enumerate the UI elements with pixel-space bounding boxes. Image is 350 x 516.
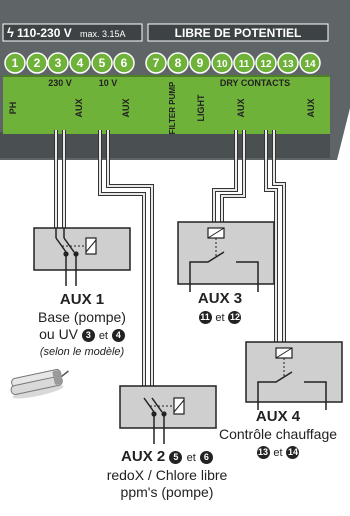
aux1-title: AUX 1 — [59, 291, 105, 308]
relay-aux3 — [177, 221, 275, 292]
terminal-1: 1 — [4, 52, 26, 74]
slot-label-10v: 10 V — [99, 78, 118, 88]
wire-core — [107, 130, 153, 386]
aux4-title: AUX 4 — [255, 408, 301, 425]
slot-label-230v: 230 V — [48, 78, 72, 88]
slot-label-aux-b: AUX — [121, 98, 131, 117]
terminal-4: 4 — [69, 52, 91, 74]
slot-label-aux-c: AUX — [236, 98, 246, 117]
terminal-9: 9 — [189, 52, 211, 74]
terminal-block — [3, 76, 330, 134]
relay-aux4 — [245, 341, 343, 410]
terminal-7: 7 — [145, 52, 167, 74]
header-power-box — [2, 23, 143, 42]
wire-core — [213, 130, 237, 222]
terminal-number: 6 — [121, 56, 128, 70]
aux2-line2: ppm's (pompe) — [120, 484, 214, 500]
power-label: 110-230 V — [17, 26, 72, 40]
terminal-number: 5 — [99, 56, 106, 70]
terminal-14: 14 — [299, 52, 321, 74]
power-sub-label: max. 3.15A — [80, 29, 126, 39]
controller-bottom-strip — [0, 132, 330, 158]
uv-lamp-image — [10, 369, 69, 399]
terminal-number: 12 — [260, 59, 272, 70]
slot-label-dry-contacts: DRY CONTACTS — [220, 78, 290, 88]
aux2-title: AUX 2 5 et 6 — [62, 448, 272, 467]
slot-label-aux-a: AUX — [74, 98, 84, 117]
aux3-label: AUX 3 11 et 12 — [170, 290, 270, 327]
aux4-terminals: 13 et 14 — [256, 446, 300, 459]
terminal-3: 3 — [47, 52, 69, 74]
terminal-5: 5 — [91, 52, 113, 74]
aux1-line2: ou UV 3 et 4 — [2, 326, 162, 345]
wire-core — [265, 130, 277, 342]
terminal-badge: 3 — [81, 329, 95, 342]
terminal-number: 7 — [153, 56, 160, 70]
slot-label-ph: PH — [8, 102, 18, 115]
terminal-badge: 4 — [111, 329, 125, 342]
aux1-label: AUX 1 Base (pompe) ou UV 3 et 4 (selon l… — [2, 291, 162, 359]
wire-core — [99, 130, 145, 386]
wires — [54, 130, 286, 386]
terminal-12: 12 — [255, 52, 277, 74]
terminal-2: 2 — [26, 52, 48, 74]
aux3-terminals: 11 et 12 — [198, 311, 242, 324]
terminal-11: 11 — [233, 52, 255, 74]
aux1-line1: Base (pompe) — [38, 309, 126, 325]
terminal-number: 2 — [34, 56, 41, 70]
wire-core — [221, 130, 245, 222]
aux1-note: (selon le modèle) — [39, 346, 125, 358]
terminal-number: 8 — [175, 56, 182, 70]
terminal-number: 13 — [282, 59, 294, 70]
terminal-number: 10 — [216, 59, 228, 70]
relay-aux1 — [33, 227, 131, 286]
terminal-badge: 12 — [228, 311, 242, 324]
terminal-6: 6 — [113, 52, 135, 74]
aux2-line1: redoX / Chlore libre — [106, 467, 228, 483]
terminal-10: 10 — [211, 52, 233, 74]
wire-core — [273, 130, 285, 342]
terminal-badge: 13 — [256, 446, 270, 459]
slot-label-filter-pump: FILTER PUMP — [168, 81, 177, 134]
terminal-number: 1 — [12, 56, 19, 70]
terminal-8: 8 — [167, 52, 189, 74]
terminal-badge: 14 — [286, 446, 300, 459]
slot-label-light: LIGHT — [196, 94, 206, 121]
aux3-title: AUX 3 — [197, 290, 243, 307]
aux2-label: AUX 2 5 et 6 redoX / Chlore libre ppm's … — [62, 448, 272, 501]
relay-aux2 — [119, 385, 217, 444]
terminal-number: 11 — [239, 59, 250, 70]
terminal-number: 3 — [55, 56, 62, 70]
potential-label: LIBRE DE POTENTIEL — [175, 26, 302, 40]
terminal-13: 13 — [277, 52, 299, 74]
terminal-badge: 5 — [169, 451, 183, 464]
aux4-line1: Contrôle chauffage — [218, 426, 338, 442]
bolt-icon: ϟ — [7, 25, 14, 40]
terminal-badge: 11 — [198, 311, 212, 324]
terminal-badge: 6 — [199, 451, 213, 464]
slot-label-aux-d: AUX — [306, 98, 316, 117]
header-potential-box — [147, 23, 329, 42]
terminal-number: 4 — [77, 56, 84, 70]
aux4-label: AUX 4 Contrôle chauffage 13 et 14 — [206, 408, 350, 462]
terminal-number: 14 — [304, 59, 316, 70]
terminal-number: 9 — [197, 56, 204, 70]
